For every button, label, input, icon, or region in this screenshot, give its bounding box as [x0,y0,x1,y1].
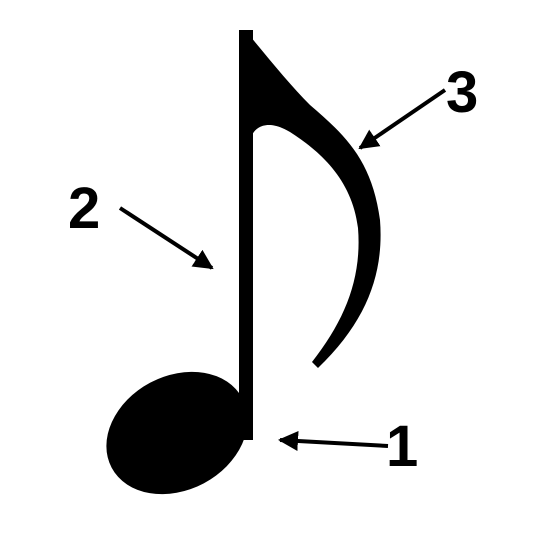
note-stem [239,30,253,440]
note-head [106,371,248,495]
arrow-part-3 [358,88,447,150]
label-part-3: 3 [446,60,478,125]
note-flag [245,30,381,368]
arrow-part-1 [278,431,389,451]
label-part-2: 2 [68,176,100,241]
arrow-part-2 [118,206,214,270]
label-part-1: 1 [386,414,418,479]
